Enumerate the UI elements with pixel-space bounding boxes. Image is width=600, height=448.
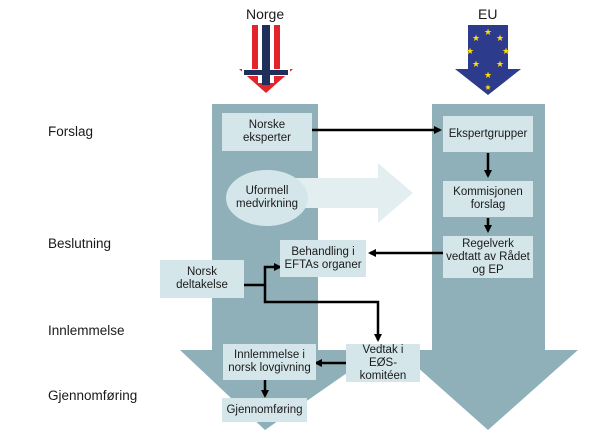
- efta-treatment-label: Behandling i EFTAs organer: [284, 245, 362, 271]
- implementation-box: Gjennomføring: [222, 398, 307, 422]
- stage-implementation: Gjennomføring: [48, 388, 138, 403]
- incorporation-law-label: Innlemmelse i norsk lovgivning: [228, 349, 311, 374]
- norwegian-experts-label: Norske eksperter: [243, 119, 291, 144]
- regulation-adopted-label: Regelverk vedtatt av Rådet og EP: [446, 237, 530, 276]
- regulation-adopted-box: Regelverk vedtatt av Rådet og EP: [443, 236, 533, 278]
- svg-text:★: ★: [472, 60, 480, 70]
- arrow-participation-to-efta: [244, 263, 282, 287]
- svg-text:★: ★: [496, 34, 504, 44]
- implementation-label: Gjennomføring: [226, 403, 303, 416]
- stage-proposal: Forslag: [48, 124, 94, 139]
- commission-proposal-label: Kommisjonen forslag: [453, 186, 523, 211]
- eu-title: EU: [478, 6, 498, 22]
- eea-committee-box: Vedtak i EØS-komitéen: [346, 344, 420, 382]
- eea-committee-label: Vedtak i EØS-komitéen: [359, 343, 407, 382]
- svg-text:★: ★: [484, 83, 491, 92]
- expert-groups-box: Ekspertgrupper: [443, 116, 533, 152]
- svg-text:★: ★: [502, 47, 510, 57]
- efta-treatment-box: Behandling i EFTAs organer: [280, 240, 366, 277]
- norway-title: Norge: [246, 6, 285, 22]
- eu-flag-icon: ★ ★ ★ ★ ★ ★ ★ ★ ★: [455, 25, 521, 95]
- informal-participation-oval: Uformell medvirkning: [226, 170, 308, 226]
- svg-text:★: ★: [472, 34, 480, 44]
- stage-decision: Beslutning: [48, 236, 112, 251]
- stage-incorporation: Innlemmelse: [48, 323, 125, 338]
- svg-text:★: ★: [484, 28, 492, 38]
- commission-proposal-box: Kommisjonen forslag: [443, 181, 533, 217]
- incorporation-law-box: Innlemmelse i norsk lovgivning: [223, 344, 316, 380]
- norway-flag-icon: [239, 25, 293, 93]
- arrow-participation-to-eea: [263, 285, 382, 342]
- norwegian-experts-box: Norske eksperter: [222, 113, 312, 151]
- svg-text:★: ★: [466, 47, 474, 57]
- norwegian-participation-label: Norsk deltakelse: [176, 266, 228, 291]
- informal-participation-label: Uformell medvirkning: [236, 185, 298, 210]
- svg-text:★: ★: [496, 60, 504, 70]
- norwegian-participation-box: Norsk deltakelse: [160, 260, 244, 298]
- svg-text:★: ★: [484, 71, 492, 81]
- expert-groups-label: Ekspertgrupper: [448, 127, 528, 140]
